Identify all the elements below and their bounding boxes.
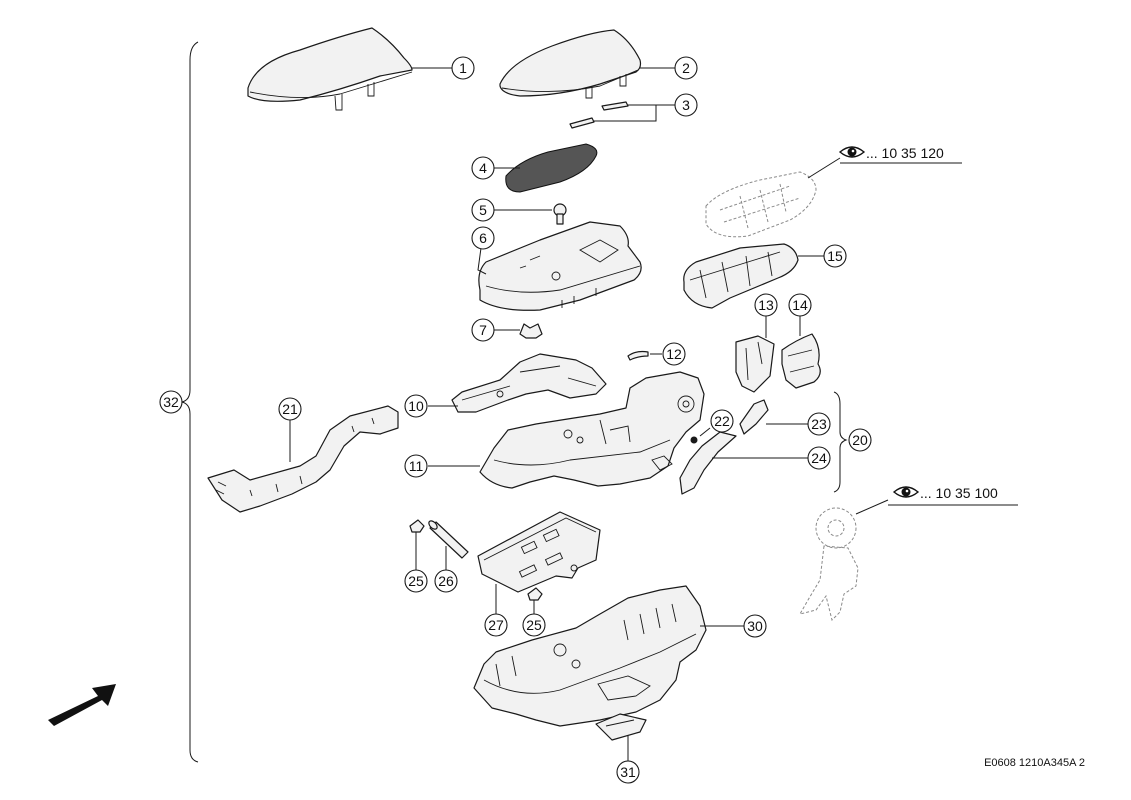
part-14-block	[781, 333, 821, 389]
svg-text:27: 27	[488, 617, 504, 633]
svg-text:3: 3	[682, 97, 690, 113]
reference-top: ... 10 35 120	[866, 145, 944, 161]
svg-text:23: 23	[811, 416, 827, 432]
part-30-bottom-shell	[473, 585, 707, 727]
svg-text:11: 11	[409, 458, 424, 474]
callout-22: 22	[710, 409, 734, 433]
svg-text:32: 32	[163, 394, 179, 410]
part-2-cover	[499, 29, 642, 99]
part-26-rod	[428, 520, 469, 559]
direction-arrow-icon	[48, 684, 116, 726]
svg-text:4: 4	[479, 160, 487, 176]
svg-text:1: 1	[459, 60, 467, 76]
part-11-main-tray	[479, 371, 705, 489]
svg-text:12: 12	[666, 346, 682, 362]
svg-text:21: 21	[282, 401, 298, 417]
callout-6: 6	[471, 226, 495, 250]
callout-26: 26	[434, 569, 458, 593]
callout-15: 15	[823, 244, 847, 268]
part-5-screw	[553, 203, 567, 225]
part-7-clip	[519, 323, 543, 339]
callout-23: 23	[807, 412, 831, 436]
part-23-cover	[739, 399, 769, 435]
eye-icon	[838, 146, 866, 158]
part-12-clip	[627, 350, 649, 361]
ghost-assembly-top	[705, 171, 817, 238]
callout-4: 4	[471, 156, 495, 180]
reference-bottom: ... 10 35 100	[920, 485, 998, 501]
callout-1: 1	[451, 56, 475, 80]
callout-21: 21	[278, 397, 302, 421]
callout-12: 12	[662, 342, 686, 366]
callout-30: 30	[743, 614, 767, 638]
brace-20	[833, 391, 848, 493]
part-6-housing	[478, 221, 642, 311]
callout-5: 5	[471, 198, 495, 222]
callout-14: 14	[788, 293, 812, 317]
svg-text:20: 20	[852, 432, 868, 448]
part-22-plug	[690, 436, 698, 444]
part-1-cover	[247, 27, 413, 111]
svg-text:5: 5	[479, 202, 487, 218]
svg-text:13: 13	[758, 297, 774, 313]
part-31-plate	[595, 713, 647, 741]
part-4-mesh-pad	[505, 143, 598, 193]
callout-20: 20	[848, 428, 872, 452]
diagram-code: E0608 1210A345A 2	[984, 757, 1085, 769]
callout-2: 2	[674, 56, 698, 80]
svg-text:14: 14	[792, 297, 808, 313]
eye-icon	[892, 486, 920, 498]
part-15-tray	[683, 243, 799, 309]
part-3-pins	[569, 101, 629, 129]
callout-32: 32	[159, 390, 183, 414]
ghost-assembly-handle	[798, 507, 859, 621]
brace-32	[181, 41, 199, 763]
svg-text:7: 7	[479, 322, 487, 338]
svg-text:2: 2	[682, 60, 690, 76]
svg-text:6: 6	[479, 230, 487, 246]
callout-25-left: 25	[404, 569, 428, 593]
part-13-block	[735, 335, 775, 393]
part-27-plate	[477, 511, 601, 593]
svg-text:24: 24	[811, 450, 827, 466]
callout-27: 27	[484, 613, 508, 637]
callout-24: 24	[807, 446, 831, 470]
part-24-panel	[679, 431, 737, 495]
part-10-bracket	[451, 353, 607, 413]
part-25-nut-left	[409, 519, 425, 533]
svg-text:10: 10	[408, 398, 424, 414]
svg-text:30: 30	[747, 618, 763, 634]
part-25-nut-right	[527, 587, 543, 601]
callout-3: 3	[674, 93, 698, 117]
svg-text:25: 25	[526, 617, 542, 633]
part-21-long-bracket	[207, 405, 399, 513]
callout-31: 31	[616, 760, 640, 784]
callout-7: 7	[471, 318, 495, 342]
callout-13: 13	[754, 293, 778, 317]
svg-text:25: 25	[408, 573, 424, 589]
callouts: 1 2 3 4 5 6 7 10 11 12 13 14 15 20 21 22…	[159, 56, 872, 784]
callout-11: 11	[404, 454, 428, 478]
svg-text:22: 22	[714, 413, 730, 429]
svg-text:26: 26	[438, 573, 454, 589]
svg-text:15: 15	[827, 248, 843, 264]
svg-text:31: 31	[620, 764, 636, 780]
callout-10: 10	[404, 394, 428, 418]
callout-25-right: 25	[522, 613, 546, 637]
